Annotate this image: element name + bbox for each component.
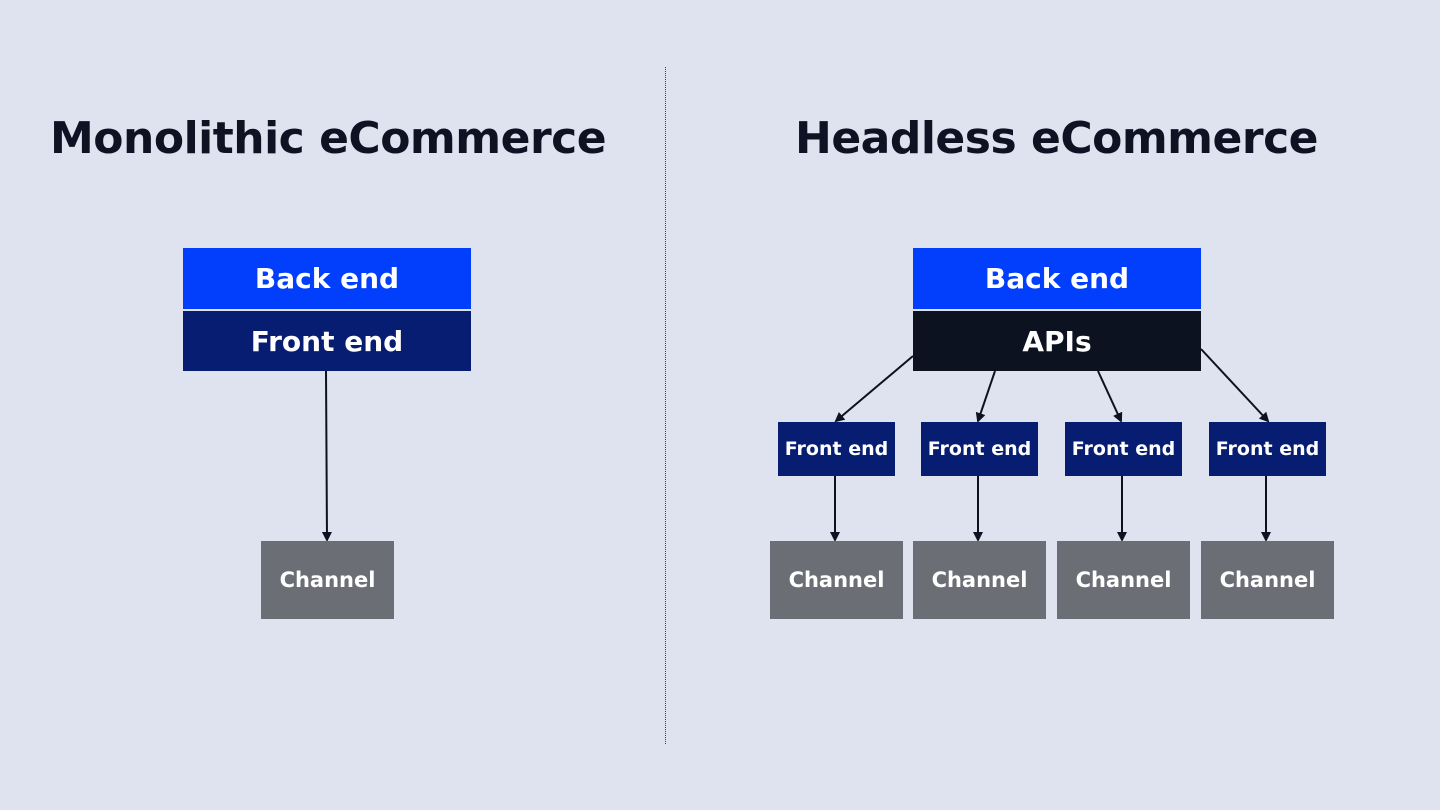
headless-front-end-box-3: Front end [1065, 422, 1182, 476]
section-divider [665, 67, 666, 744]
headless-channel-box-3: Channel [1057, 541, 1190, 619]
mono-channel-box: Channel [261, 541, 394, 619]
headless-title: Headless eCommerce [795, 113, 1319, 164]
monolithic-title: Monolithic eCommerce [50, 113, 607, 164]
headless-front-end-box-2: Front end [921, 422, 1038, 476]
mono-back-end-box: Back end [183, 248, 471, 309]
arrow-apis-to-frontend-1 [834, 355, 914, 423]
arrow-apis-to-frontend-2 [975, 370, 996, 423]
arrow-mono-frontend-to-channel [321, 370, 332, 542]
headless-back-end-box: Back end [913, 248, 1201, 309]
headless-apis-box: APIs [913, 311, 1201, 371]
headless-front-end-box-1: Front end [778, 422, 895, 476]
arrow-apis-to-frontend-3 [1097, 370, 1123, 423]
arrow-apis-to-frontend-4 [1200, 348, 1270, 423]
headless-front-end-box-4: Front end [1209, 422, 1326, 476]
headless-channel-box-4: Channel [1201, 541, 1334, 619]
headless-channel-box-1: Channel [770, 541, 903, 619]
headless-channel-box-2: Channel [913, 541, 1046, 619]
mono-front-end-box: Front end [183, 311, 471, 371]
